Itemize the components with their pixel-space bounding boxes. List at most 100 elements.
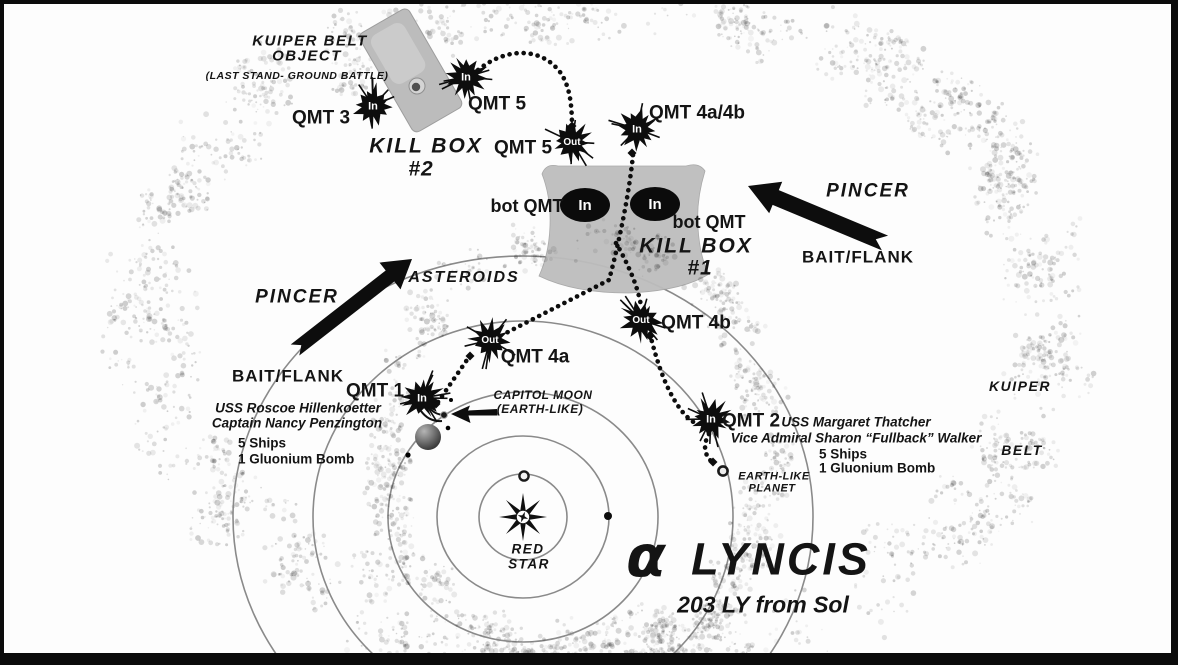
belt-speckle xyxy=(865,549,871,555)
belt-speckle xyxy=(388,495,392,499)
belt-speckle xyxy=(260,55,267,62)
belt-speckle xyxy=(144,431,148,435)
belt-speckle xyxy=(217,447,221,451)
belt-speckle xyxy=(645,652,648,655)
belt-speckle xyxy=(734,15,740,21)
belt-speckle xyxy=(607,642,612,646)
belt-speckle xyxy=(382,591,389,597)
belt-speckle xyxy=(952,475,954,478)
belt-speckle xyxy=(535,21,542,28)
belt-speckle xyxy=(590,645,595,651)
belt-speckle xyxy=(660,610,664,615)
belt-speckle xyxy=(378,648,383,652)
belt-speckle xyxy=(482,614,489,621)
belt-speckle xyxy=(224,522,229,528)
belt-speckle xyxy=(304,548,307,550)
belt-speckle xyxy=(297,574,300,577)
belt-speckle xyxy=(653,613,658,618)
belt-speckle xyxy=(891,88,897,94)
belt-speckle xyxy=(719,16,725,21)
belt-speckle xyxy=(278,573,281,576)
belt-speckle xyxy=(619,652,623,657)
belt-speckle xyxy=(161,324,168,330)
belt-speckle xyxy=(156,257,160,261)
belt-speckle xyxy=(395,437,401,443)
belt-speckle xyxy=(113,349,119,355)
belt-speckle xyxy=(1009,442,1014,447)
belt-speckle xyxy=(950,480,957,486)
belt-speckle xyxy=(637,635,641,638)
belt-speckle xyxy=(127,326,131,330)
belt-speckle xyxy=(880,37,884,41)
belt-speckle xyxy=(210,153,213,156)
belt-speckle xyxy=(1007,483,1011,487)
belt-speckle xyxy=(633,648,635,651)
belt-speckle xyxy=(742,507,745,510)
belt-speckle xyxy=(371,462,375,465)
belt-speckle xyxy=(887,92,893,99)
belt-speckle xyxy=(188,189,193,194)
belt-speckle xyxy=(158,249,163,253)
belt-speckle xyxy=(755,385,760,390)
belt-speckle xyxy=(735,576,740,581)
belt-speckle xyxy=(217,514,222,518)
belt-speckle xyxy=(870,69,874,73)
belt-speckle xyxy=(433,319,435,322)
belt-speckle xyxy=(969,79,973,84)
belt-speckle xyxy=(989,149,992,152)
belt-speckle xyxy=(998,435,1003,440)
belt-speckle xyxy=(699,291,702,293)
belt-speckle xyxy=(213,159,220,166)
belt-speckle xyxy=(720,319,725,325)
belt-speckle xyxy=(944,97,947,99)
belt-speckle xyxy=(134,422,137,425)
belt-speckle xyxy=(1090,370,1097,377)
belt-speckle xyxy=(285,99,292,106)
belt-speckle xyxy=(531,250,535,253)
belt-speckle xyxy=(619,660,625,665)
belt-speckle xyxy=(1019,352,1025,358)
belt-speckle xyxy=(1010,475,1014,479)
belt-speckle xyxy=(722,316,727,320)
belt-speckle xyxy=(390,578,395,582)
belt-speckle xyxy=(968,100,974,106)
belt-speckle xyxy=(378,483,383,488)
belt-speckle xyxy=(463,613,467,617)
belt-speckle xyxy=(395,632,398,635)
belt-speckle xyxy=(603,238,610,245)
belt-speckle xyxy=(830,5,835,10)
belt-speckle xyxy=(603,660,608,664)
belt-speckle xyxy=(226,138,230,141)
belt-speckle xyxy=(612,617,616,621)
belt-speckle xyxy=(239,500,242,504)
belt-speckle xyxy=(239,156,244,162)
belt-speckle xyxy=(720,20,726,26)
belt-speckle xyxy=(1083,382,1087,386)
belt-speckle xyxy=(995,514,999,519)
belt-speckle xyxy=(250,99,253,102)
belt-speckle xyxy=(801,587,807,593)
belt-speckle xyxy=(269,79,273,83)
belt-speckle xyxy=(510,16,514,20)
belt-speckle xyxy=(138,262,143,266)
belt-speckle xyxy=(670,617,677,623)
belt-speckle xyxy=(956,111,960,115)
belt-speckle xyxy=(1043,350,1047,354)
belt-speckle xyxy=(212,465,216,469)
fleet1-ship-count: 5 Ships xyxy=(238,435,287,451)
belt-speckle xyxy=(381,454,385,459)
belt-speckle xyxy=(716,560,721,565)
belt-speckle xyxy=(976,110,982,116)
belt-speckle xyxy=(145,288,147,290)
belt-speckle xyxy=(1061,271,1066,276)
belt-speckle xyxy=(402,495,406,500)
belt-speckle xyxy=(991,145,995,149)
belt-speckle xyxy=(910,127,916,133)
orbit-4 xyxy=(312,320,734,665)
belt-speckle xyxy=(261,86,266,91)
belt-speckle xyxy=(1012,262,1018,269)
belt-speckle xyxy=(293,547,298,552)
belt-speckle xyxy=(332,20,338,25)
belt-speckle xyxy=(996,135,1000,139)
belt-speckle xyxy=(900,53,905,59)
